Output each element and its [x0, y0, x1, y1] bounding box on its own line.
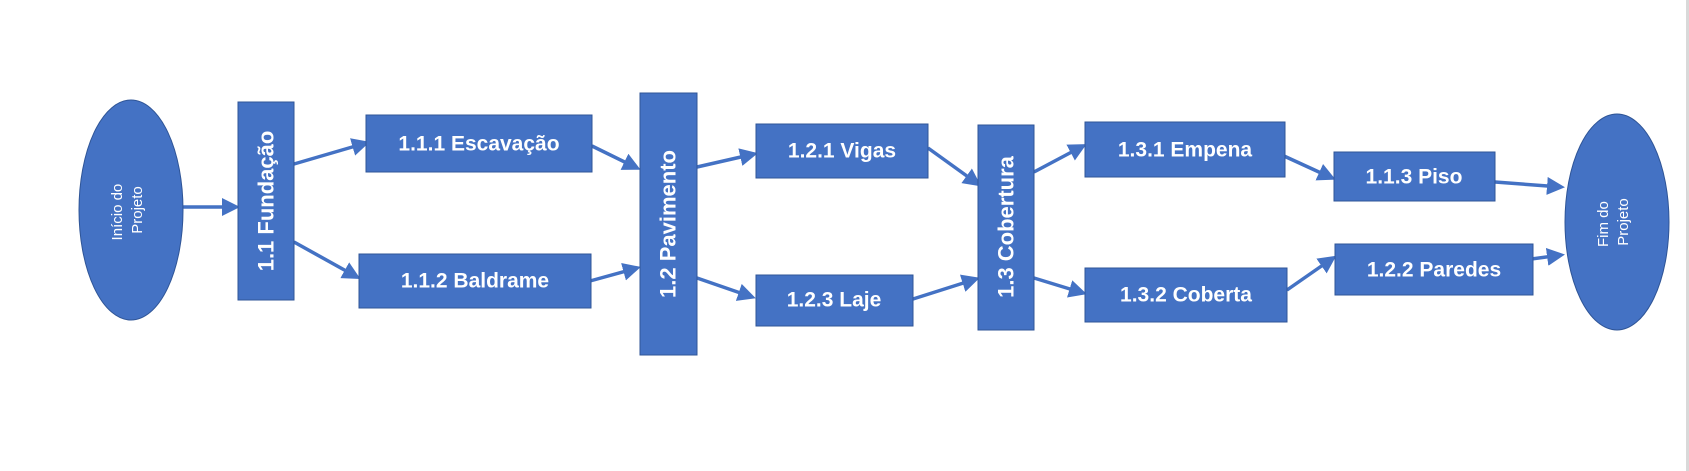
start-label-line1: Início do: [109, 184, 126, 241]
task-empena: 1.3.1 Empena: [1084, 121, 1286, 178]
task-laje-label: 1.2.3 Laje: [787, 289, 882, 312]
phase-pavimento-label: 1.2 Pavimento: [656, 150, 681, 298]
arrow-piso-to-end: [1494, 176, 1565, 195]
phase-fundacao: 1.1 Fundação: [237, 101, 295, 301]
task-vigas: 1.2.1 Vigas: [755, 123, 929, 179]
phase-cobertura: 1.3 Cobertura: [977, 124, 1035, 331]
task-piso: 1.1.3 Piso: [1333, 151, 1496, 202]
arrow-fundacao-to-escavacao: [293, 138, 370, 166]
arrow-coberta-to-paredes: [1286, 255, 1337, 292]
arrow-pavimento-to-vigas: [696, 148, 758, 169]
task-empena-label: 1.3.1 Empena: [1118, 139, 1253, 162]
task-baldrame-label: 1.1.2 Baldrame: [401, 270, 549, 293]
phase-cobertura-label: 1.3 Cobertura: [994, 155, 1019, 298]
svg-text:Início do Projeto: Início do Projeto: [109, 180, 146, 241]
arrow-cobertura-to-empena: [1033, 144, 1087, 174]
arrow-vigas-to-cobertura: [926, 146, 982, 187]
arrow-escavacao-to-pavimento: [591, 144, 641, 170]
end-node: Fim do Projeto: [1564, 113, 1670, 331]
task-baldrame: 1.1.2 Baldrame: [358, 253, 592, 309]
task-coberta: 1.3.2 Coberta: [1084, 267, 1288, 323]
task-laje: 1.2.3 Laje: [755, 274, 914, 327]
task-paredes: 1.2.2 Paredes: [1334, 243, 1534, 296]
arrow-fundacao-to-baldrame: [293, 240, 361, 279]
task-escavacao: 1.1.1 Escavação: [365, 114, 593, 173]
right-edge-shade: [1686, 0, 1689, 471]
arrows: [183, 138, 1565, 301]
arrow-empena-to-piso: [1283, 154, 1336, 181]
task-piso-label: 1.1.3 Piso: [1366, 166, 1463, 189]
arrow-cobertura-to-coberta: [1033, 276, 1087, 298]
phase-fundacao-label: 1.1 Fundação: [254, 131, 279, 272]
arrow-pavimento-to-laje: [696, 276, 756, 301]
arrow-laje-to-cobertura: [912, 274, 980, 301]
start-node: Início do Projeto: [78, 99, 184, 321]
svg-text:Fim do Projeto: Fim do Projeto: [1595, 197, 1632, 247]
end-label-line2: Projeto: [1615, 198, 1632, 246]
task-paredes-label: 1.2.2 Paredes: [1367, 259, 1501, 282]
arrow-baldrame-to-pavimento: [589, 263, 641, 283]
task-escavacao-label: 1.1.1 Escavação: [398, 133, 559, 156]
task-vigas-label: 1.2.1 Vigas: [788, 140, 896, 163]
phase-pavimento: 1.2 Pavimento: [639, 92, 698, 356]
start-label-line2: Projeto: [129, 186, 146, 234]
end-label-line1: Fim do: [1595, 201, 1612, 247]
task-coberta-label: 1.3.2 Coberta: [1120, 284, 1252, 307]
